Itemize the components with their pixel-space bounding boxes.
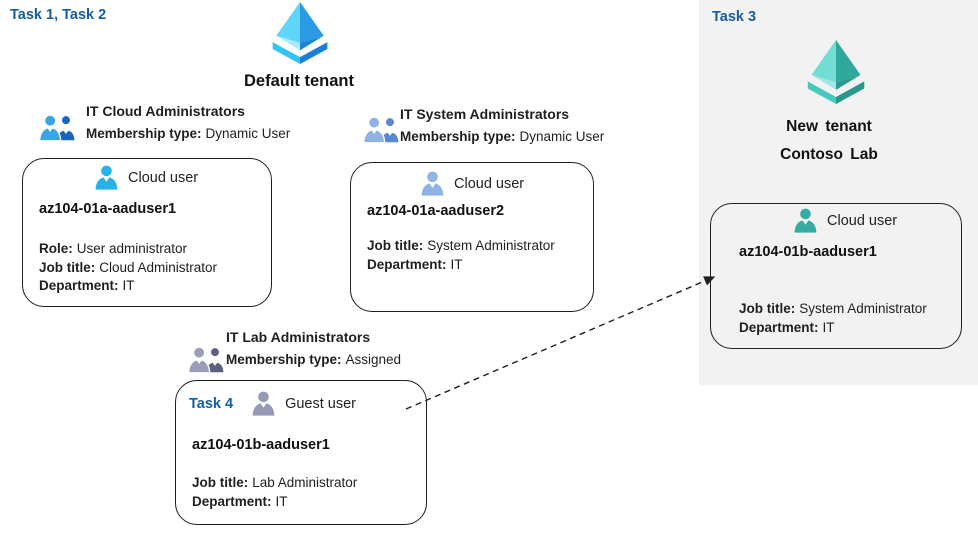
field-label: Department: — [39, 278, 119, 293]
field-value: IT — [822, 319, 835, 335]
group-icon — [187, 343, 225, 374]
membership-type-label: Membership type: — [226, 352, 342, 367]
user-type-label: Guest user — [285, 395, 356, 412]
field-value: User administrator — [76, 241, 188, 256]
guest-user-icon — [250, 391, 277, 416]
field-department: Department:IT — [192, 493, 357, 512]
user-card-cloud-user-2: Cloud user az104-01a-aaduser2 Job title:… — [350, 162, 594, 312]
membership-type-value: Assigned — [345, 352, 402, 367]
user-type-label: Cloud user — [827, 212, 898, 229]
task-4-label: Task 4 — [189, 395, 234, 412]
group-title: IT Cloud Administrators — [86, 103, 245, 119]
field-value: IT — [122, 278, 135, 293]
field-value: System Administrator — [799, 301, 927, 316]
user-fields: Job title:Lab Administrator Department:I… — [192, 474, 357, 511]
user-fields: Job title:System Administrator Departmen… — [739, 300, 927, 337]
task-3-label: Task 3 — [712, 9, 757, 25]
card-header: Cloud user — [792, 208, 897, 233]
card-header: Task 4 Guest user — [189, 391, 356, 416]
user-card-guest-user: Task 4 Guest user az104-01b-aaduser1 Job… — [175, 380, 427, 525]
user-name: az104-01a-aaduser2 — [367, 203, 505, 219]
membership-type: Membership type:Dynamic User — [400, 129, 604, 144]
group-it-system-administrators: IT System Administrators Membership type… — [400, 106, 604, 144]
card-header: Cloud user — [93, 165, 198, 190]
task-1-2-label: Task 1, Task 2 — [10, 7, 107, 23]
field-job-title: Job title:System Administrator — [739, 300, 927, 319]
group-title: IT Lab Administrators — [226, 329, 371, 345]
user-card-cloud-user-1: Cloud user az104-01a-aaduser1 Role:User … — [22, 158, 272, 307]
membership-type: Membership type:Dynamic User — [86, 126, 290, 141]
group-icon — [38, 111, 76, 142]
field-value: System Administrator — [427, 238, 555, 253]
field-label: Department: — [192, 493, 272, 509]
field-job-title: Job title:Lab Administrator — [192, 474, 357, 493]
user-name: az104-01b-aaduser1 — [739, 244, 877, 260]
field-label: Job title: — [739, 301, 796, 316]
user-type-label: Cloud user — [128, 169, 199, 186]
default-tenant-icon — [261, 2, 339, 64]
new-tenant-name-line1: New tenant — [786, 118, 872, 135]
group-it-lab-administrators: IT Lab Administrators Membership type:As… — [226, 329, 401, 367]
field-label: Job title: — [39, 259, 96, 275]
new-tenant-panel: Task 3 New tenant Contoso Lab — [699, 0, 978, 385]
field-label: Job title: — [192, 475, 249, 490]
cloud-user-icon — [419, 171, 446, 196]
new-tenant-icon — [799, 40, 873, 104]
membership-type: Membership type:Assigned — [226, 352, 401, 367]
cloud-user-icon — [792, 208, 819, 233]
group-icon — [362, 113, 400, 144]
membership-type-value: Dynamic User — [519, 129, 605, 144]
user-fields: Role:User administrator Job title:Cloud … — [39, 240, 217, 296]
field-role: Role:User administrator — [39, 240, 217, 259]
field-department: Department:IT — [367, 256, 555, 275]
user-fields: Job title:System Administrator Departmen… — [367, 237, 555, 274]
group-it-cloud-administrators: IT Cloud Administrators Membership type:… — [86, 103, 290, 141]
user-name: az104-01b-aaduser1 — [192, 437, 330, 453]
cloud-user-icon — [93, 165, 120, 190]
field-value: Cloud Administrator — [99, 259, 218, 275]
field-department: Department:IT — [739, 319, 927, 338]
field-value: IT — [275, 493, 288, 509]
membership-type-value: Dynamic User — [205, 126, 291, 141]
field-label: Job title: — [367, 238, 424, 253]
membership-type-label: Membership type: — [86, 126, 202, 141]
field-label: Department: — [367, 256, 447, 272]
user-card-new-tenant-cloud-user: Cloud user az104-01b-aaduser1 Job title:… — [710, 203, 962, 349]
field-job-title: Job title:System Administrator — [367, 237, 555, 256]
user-name: az104-01a-aaduser1 — [39, 201, 177, 217]
user-type-label: Cloud user — [454, 175, 525, 192]
membership-type-label: Membership type: — [400, 129, 516, 144]
field-value: Lab Administrator — [252, 475, 358, 490]
field-label: Role: — [39, 241, 73, 256]
field-value: IT — [450, 256, 463, 272]
default-tenant-name: Default tenant — [243, 72, 354, 90]
field-department: Department:IT — [39, 277, 217, 296]
new-tenant-name-line2: Contoso Lab — [780, 146, 878, 163]
card-header: Cloud user — [419, 171, 524, 196]
group-title: IT System Administrators — [400, 106, 570, 122]
field-label: Department: — [739, 319, 819, 335]
field-job-title: Job title:Cloud Administrator — [39, 259, 217, 278]
